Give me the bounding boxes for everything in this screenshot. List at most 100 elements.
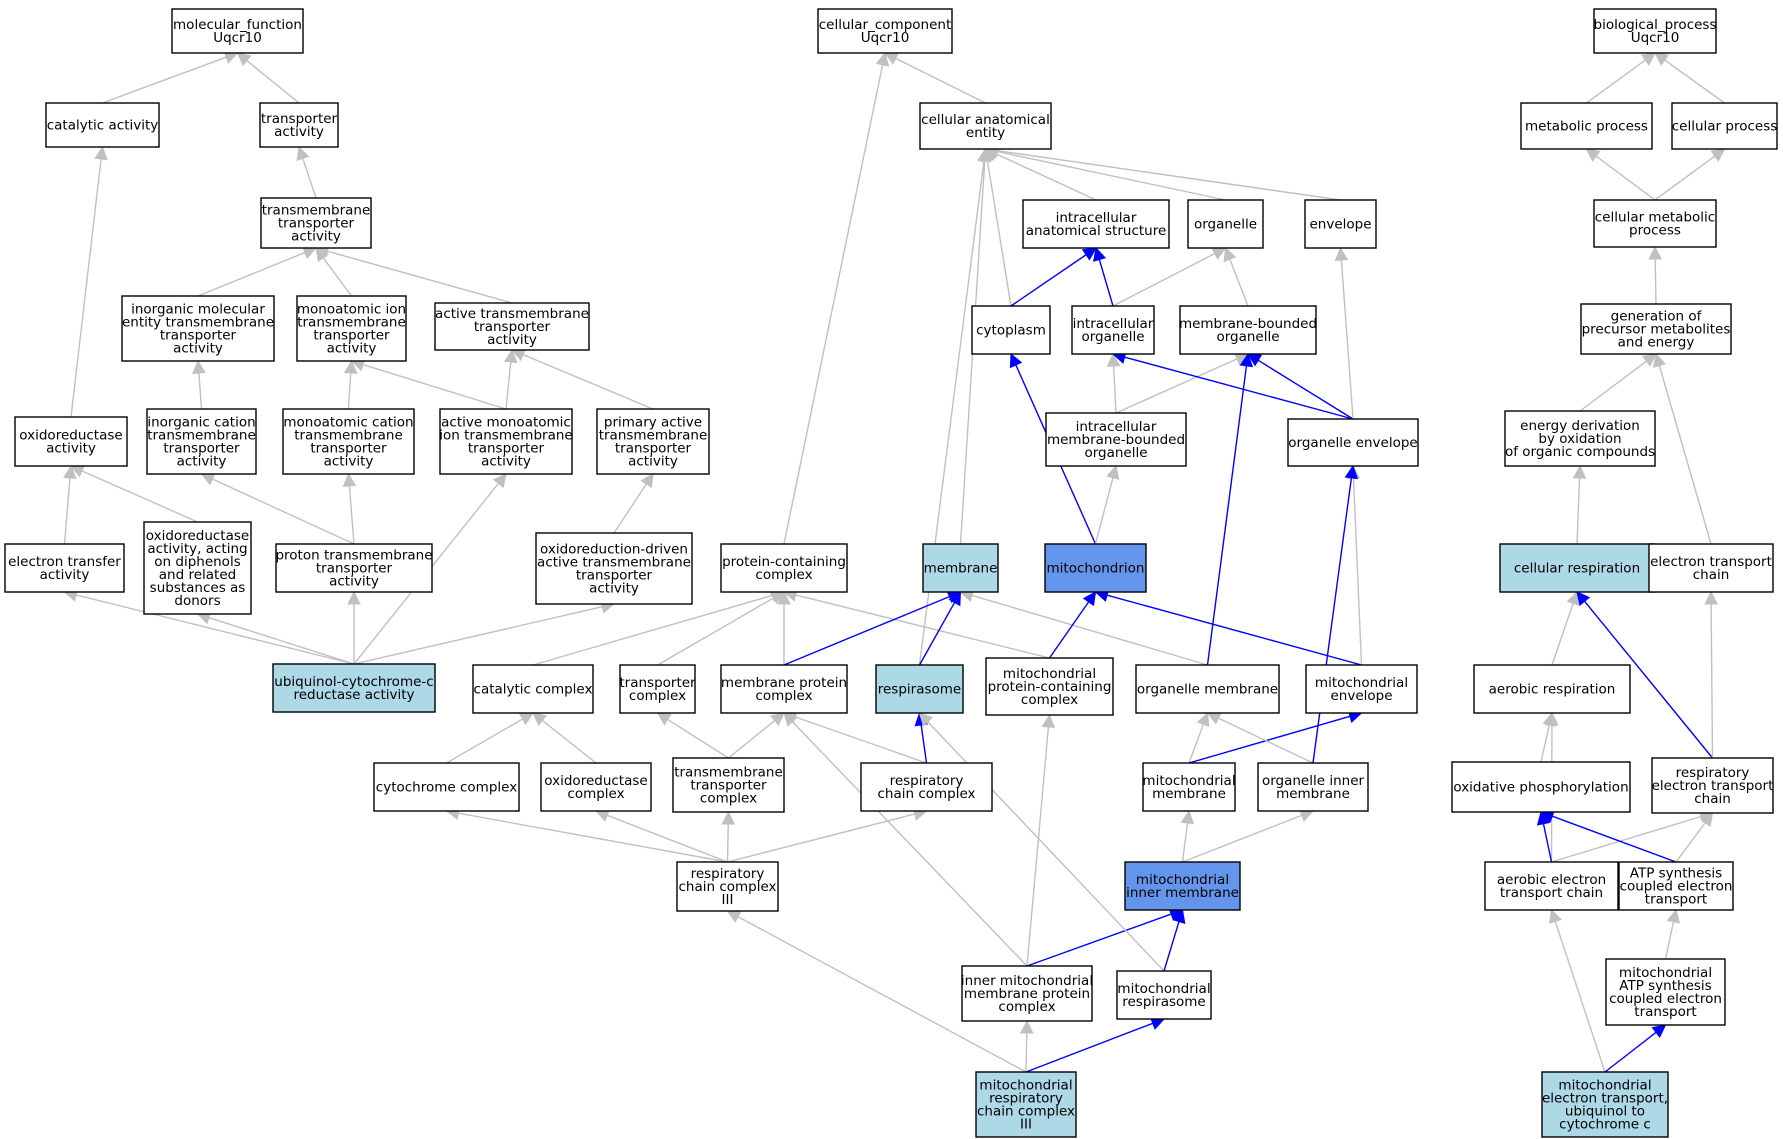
node-envelope[interactable]: envelope <box>1304 199 1377 249</box>
edge-atp_synthesis_et-to-resp_etc <box>1675 812 1714 863</box>
node-catalytic-activity[interactable]: catalytic activity <box>45 102 160 148</box>
node-box <box>619 664 696 714</box>
node-cytoplasm[interactable]: cytoplasm <box>971 305 1051 355</box>
node-primary-active-tm[interactable]: primary activetransmembranetransporterac… <box>596 408 710 475</box>
node-inorg-cation-tm[interactable]: inorganic cationtransmembranetransporter… <box>146 408 257 475</box>
node-label-line: transporter <box>690 778 767 794</box>
node-organelle-envelope[interactable]: organelle envelope <box>1287 418 1419 467</box>
node-box <box>1304 199 1377 249</box>
edge-resp_chain_complex_iii-to-resp_chain_complex <box>727 807 928 863</box>
node-box <box>860 762 993 812</box>
node-label-line: III <box>1020 1117 1032 1133</box>
node-mitochondrion[interactable]: mitochondrion <box>1044 543 1147 593</box>
node-label-line: inner mitochondrial <box>961 973 1093 989</box>
edge-intracellular_organelle-to-organelle <box>1112 247 1227 307</box>
edge-ubiquinol_cytc-to-proton_tm <box>347 590 361 664</box>
node-respirasome[interactable]: respirasome <box>875 664 964 714</box>
node-monoatomic-cation-tm[interactable]: monoatomic cationtransmembranetransporte… <box>282 408 415 475</box>
edge-line <box>541 719 597 764</box>
edge-line <box>726 823 729 863</box>
node-monoatomic-ion-tm[interactable]: monoatomic iontransmembranetransporterac… <box>296 295 407 362</box>
edge-layer <box>63 50 1726 1073</box>
node-label-line: chain complex <box>678 879 776 895</box>
node-label-line: respiratory <box>890 773 964 789</box>
edge-line <box>208 616 355 665</box>
node-organelle-membrane[interactable]: organelle membrane <box>1135 664 1280 714</box>
node-cellular-respiration[interactable]: cellular respiration <box>1499 543 1655 593</box>
edge-transporter_activity-to-mf_root <box>236 52 300 104</box>
node-label-line: mitochondrial <box>1117 981 1210 997</box>
node-label-line: cytoplasm <box>976 323 1046 339</box>
node-label-line: activity <box>291 229 341 245</box>
node-membrane[interactable]: membrane <box>922 543 999 593</box>
node-catalytic-complex[interactable]: catalytic complex <box>472 664 594 714</box>
edge-inorg_cation_tm-to-inorg_mol_tm <box>192 359 206 410</box>
node-label-line: transmembrane <box>294 428 403 444</box>
node-cytochrome-complex[interactable]: cytochrome complex <box>373 762 520 812</box>
edge-line <box>1181 822 1189 863</box>
edge-line <box>1595 155 1656 201</box>
node-metabolic-process[interactable]: metabolic process <box>1520 102 1653 150</box>
node-cellular-process[interactable]: cellular process <box>1671 102 1778 150</box>
node-label-line: intracellular <box>1073 316 1154 332</box>
edge-mito_respirasome-to-respirasome <box>918 712 1165 972</box>
node-aerobic-respiration[interactable]: aerobic respiration <box>1473 664 1631 714</box>
node-label-line: oxidoreduction-driven <box>540 542 688 558</box>
node-organelle[interactable]: organelle <box>1187 199 1264 249</box>
edge-resp_chain_complex_iii-to-cytochrome_complex <box>445 806 728 863</box>
edge-mito_envelope-to-mitochondrion <box>1094 588 1362 666</box>
node-box <box>143 521 252 615</box>
node-oxidative-phosphorylation[interactable]: oxidative phosphorylation <box>1451 761 1631 813</box>
node-label-line: transmembrane <box>599 428 708 444</box>
node-label-line: active monoatomic <box>441 415 571 431</box>
edge-line <box>1025 1032 1028 1073</box>
node-label-line: complex <box>1021 692 1078 708</box>
node-box <box>296 295 407 362</box>
edge-line <box>1112 252 1216 307</box>
